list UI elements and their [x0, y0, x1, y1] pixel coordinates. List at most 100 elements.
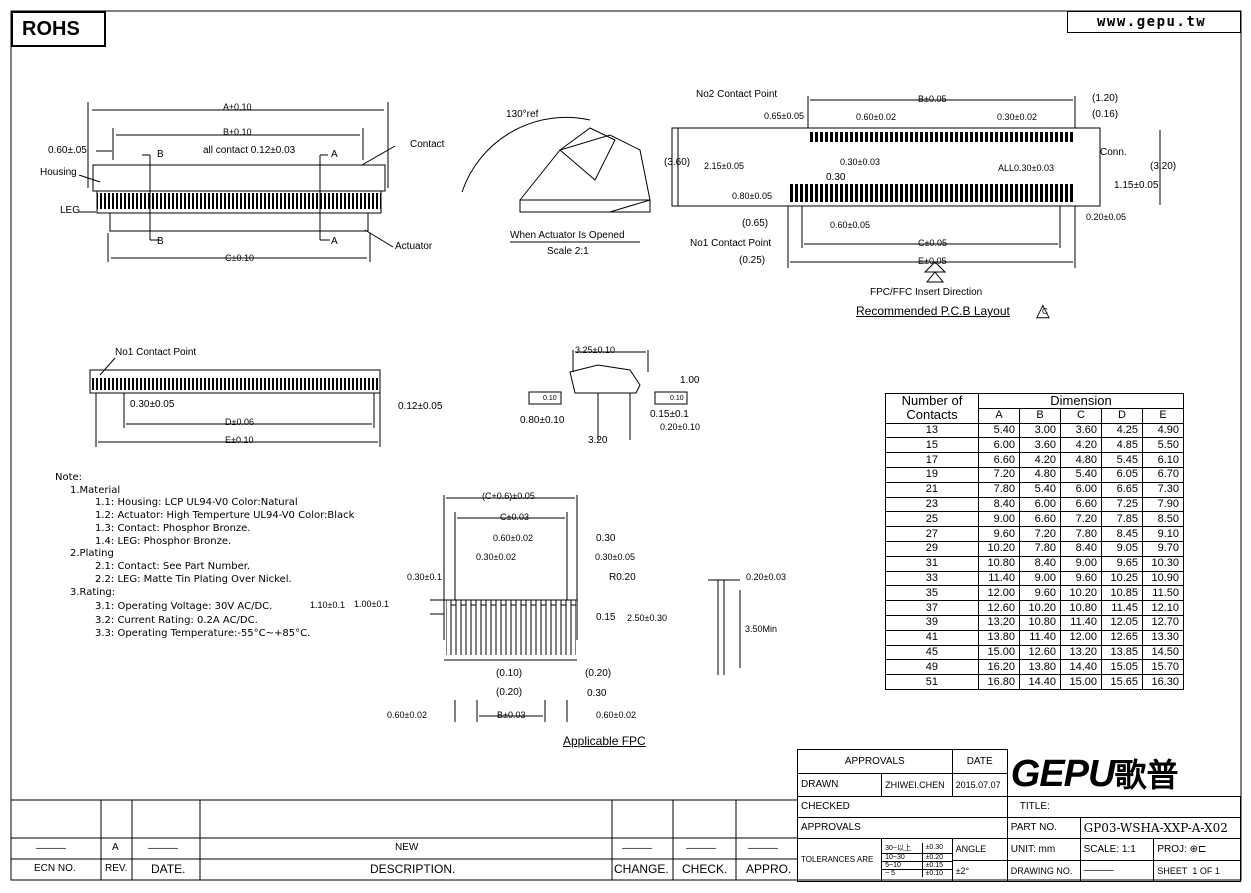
fpc-dim-020a: (0.20): [496, 687, 523, 698]
fpc-dim-060b: 0.60±0.02: [596, 710, 636, 720]
fpc-dim-b: B±0.03: [497, 710, 526, 720]
pcb-dim-080: 0.80±0.05: [732, 191, 772, 201]
contacts-cell: 31: [885, 555, 979, 572]
unit-label: UNIT: mm: [1006, 837, 1081, 861]
contacts-cell: 25: [885, 511, 979, 528]
pcb-dim-360: (3.60): [664, 157, 691, 168]
contacts-header: Number of Contacts: [885, 393, 979, 424]
dim-cell: 10.20: [1060, 585, 1102, 602]
date-header-rev: DATE.: [151, 862, 186, 876]
dim-cell: 5.40: [978, 422, 1020, 439]
sv-dim-100: 1.00: [680, 375, 700, 386]
dim-cell: 13.80: [1019, 659, 1061, 676]
dim-cell: 8.50: [1142, 511, 1184, 528]
dim-cell: 6.60: [1019, 511, 1061, 528]
fpc-dim-015: 0.15: [596, 612, 616, 623]
scale-cell: SCALE: 1:1: [1079, 837, 1155, 861]
fpc-dim-350: 3.50Min: [745, 624, 778, 634]
proj-cell: PROJ: ⊕⊏: [1153, 837, 1241, 861]
leg-callout: LEG: [60, 205, 81, 216]
dim-cell: 13.20: [978, 614, 1020, 631]
fpc-dim-010: (0.10): [496, 668, 523, 679]
note-line: 1.1: Housing: LCP UL94-V0 Color:Natural: [95, 497, 298, 508]
appro-header: APPRO.: [746, 862, 792, 876]
contacts-cell: 41: [885, 629, 979, 646]
dim-cell: 6.70: [1142, 466, 1184, 483]
part-no-label: PART NO.: [1006, 816, 1081, 839]
contacts-cell: 45: [885, 644, 979, 661]
drawn-by: ZHIWEI.CHEN: [881, 773, 953, 797]
fpc-dim-100: 1.00±0.1: [354, 599, 389, 609]
tolerances-label: TOLERANCES ARE: [796, 837, 883, 882]
appro-dash: ———: [748, 843, 778, 854]
fpc-dim-030a: 0.30: [596, 533, 616, 544]
pcb-dim-030c: 0.30: [826, 172, 846, 183]
drawing-no-value: ———: [1079, 859, 1155, 882]
dim-cell: 15.05: [1101, 659, 1143, 676]
note-line: 3.2: Current Rating: 0.2A AC/DC.: [95, 615, 258, 626]
contacts-cell: 39: [885, 614, 979, 631]
pcb-dim-320: (3.20): [1150, 161, 1177, 172]
fpc-title: Applicable FPC: [563, 734, 646, 748]
dim-cell: 13.20: [1060, 644, 1102, 661]
rev-header: REV.: [105, 863, 128, 874]
pcb-dim-all030: ALL0.30±0.03: [998, 163, 1054, 173]
insert-direction: FPC/FFC Insert Direction: [870, 287, 983, 298]
dim-cell: 6.60: [1060, 496, 1102, 513]
note-line: 3.3: Operating Temperature:-55°C~+85°C.: [95, 628, 311, 639]
pcb-title: Recommended P.C.B Layout: [856, 304, 1010, 318]
note-heading: Note:: [55, 472, 83, 483]
change-dash: ———: [622, 843, 652, 854]
dim-cell: 7.80: [978, 481, 1020, 498]
pcb-dim-060b: 0.60±0.05: [830, 220, 870, 230]
dim-cell: 13.80: [978, 629, 1020, 646]
dim-cell: 12.00: [1060, 629, 1102, 646]
dim-cell: 7.20: [1019, 526, 1061, 542]
dim-cell: 3.60: [1019, 437, 1061, 454]
note-line: 2.Plating: [70, 548, 114, 559]
dimension-header: Dimension: [978, 393, 1184, 409]
dim-cell: 15.00: [978, 644, 1020, 661]
sv-flatness-2: 0.10: [670, 395, 684, 402]
dim-cell: 4.90: [1142, 422, 1184, 439]
dim-cell: 11.50: [1142, 585, 1184, 602]
dim-cell: 8.40: [1060, 540, 1102, 557]
actuator-angle: 130°ref: [506, 109, 539, 120]
note-line: 1.4: LEG: Phosphor Bronze.: [95, 536, 232, 547]
dim-cell: 10.20: [978, 540, 1020, 557]
dim-cell: 11.40: [1019, 629, 1061, 646]
tolerance-grid: 30~以上±0.30 10~30±0.20 5~10±0.15 ~ 5±0.10: [881, 837, 953, 882]
title-block: APPROVALS DATE GEPU歌普 DRAWN ZHIWEI.CHEN …: [796, 748, 1242, 882]
dim-cell: 10.20: [1019, 600, 1061, 616]
dim-col-header: B: [1019, 407, 1061, 424]
conn-callout: Conn.: [1100, 147, 1127, 158]
company-logo-cn: 歌普: [1114, 756, 1179, 793]
approvals-label: APPROVALS: [797, 816, 1008, 839]
pcb-dim-e: E±0.05: [918, 256, 947, 266]
fpc-dim-250: 2.50±0.30: [627, 613, 667, 623]
dim-cell: 10.80: [1019, 614, 1061, 631]
pcb-dim-115: 1.15±0.05: [1114, 180, 1159, 191]
dim-cell: 11.45: [1101, 600, 1143, 616]
dim-cell: 7.80: [1019, 540, 1061, 557]
part-no-value: GP03-WSHA-XXP-A-X02: [1079, 816, 1242, 839]
dim-cell: 14.40: [1019, 674, 1061, 690]
note-line: 1.3: Contact: Phosphor Bronze.: [95, 523, 251, 534]
pcb-dim-c: C±0.05: [918, 238, 947, 248]
connector-teeth: [92, 193, 576, 655]
angle-value: ±2°: [951, 859, 1008, 882]
sv-dim-325: 3.25±0.10: [575, 345, 615, 355]
note-line: 2.2: LEG: Matte Tin Plating Over Nickel.: [95, 574, 292, 585]
sv-dim-020: 0.20±0.10: [660, 422, 700, 432]
